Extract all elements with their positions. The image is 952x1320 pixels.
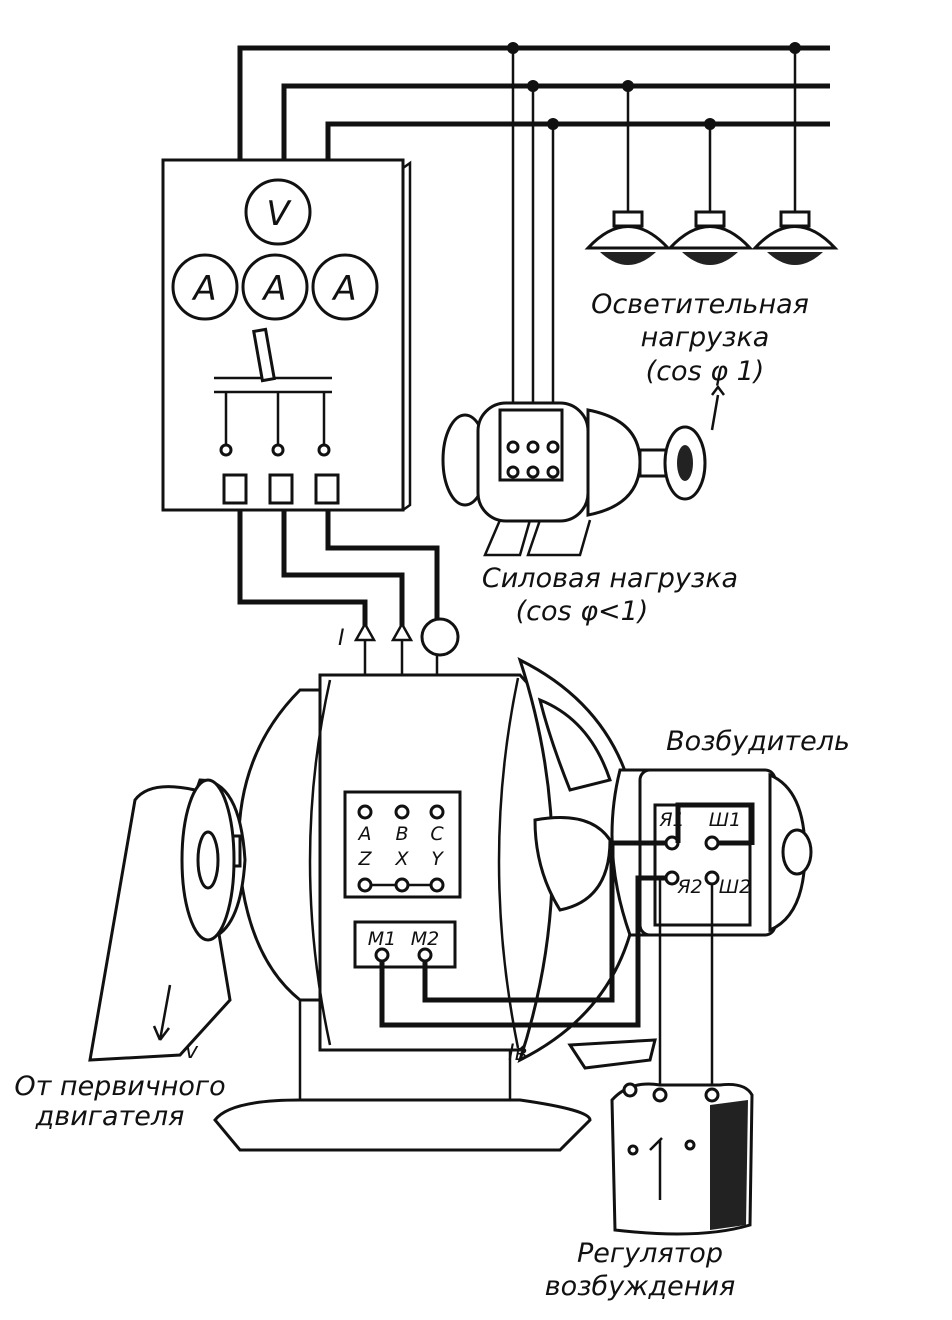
generator: A B C Z X Y M1 M2	[183, 617, 642, 1152]
field-wiring: Iв	[379, 843, 714, 1090]
exciter-label: Возбудитель	[666, 726, 850, 757]
stator-terminal-box: A B C Z X Y	[343, 790, 462, 899]
power-load-label-1: Силовая нагрузка	[482, 563, 738, 594]
lamp-3	[751, 210, 839, 265]
voltmeter-label: V	[266, 194, 292, 234]
lamp-1	[584, 210, 672, 265]
speed-label-v: v	[185, 1039, 199, 1064]
ammeter-3: A	[311, 253, 379, 321]
lamp-2	[666, 210, 754, 265]
regulator-label-1: Регулятор	[577, 1238, 723, 1269]
belt-drive: v От первичного двигателя	[14, 778, 236, 1132]
terminal-A: A	[357, 823, 372, 845]
lighting-load-label-1: Осветительная	[591, 289, 809, 320]
terminal-Sh1: Ш1	[709, 809, 741, 831]
voltmeter: V	[244, 178, 312, 246]
ammeter-3-label: A	[331, 269, 356, 309]
terminal-Ya1: Я1	[658, 809, 684, 831]
lighting-load-label-2: нагрузка	[641, 322, 770, 353]
busbars	[237, 42, 830, 160]
ammeter-1-label: A	[191, 269, 216, 309]
fuses	[222, 473, 340, 505]
current-label-Ib: Iв	[508, 1041, 527, 1066]
exciter: Я1 Ш1 Я2 Ш2 Возбудитель	[610, 726, 850, 937]
terminal-Sh2: Ш2	[719, 876, 751, 898]
terminal-Y: Y	[431, 848, 444, 870]
prime-mover-label-2: двигателя	[35, 1101, 185, 1132]
regulator-label-2: возбуждения	[545, 1271, 735, 1302]
prime-mover-label-1: От первичного	[14, 1071, 225, 1102]
power-load-label-2: (cos φ<1)	[516, 596, 649, 627]
current-label-I: I	[338, 626, 345, 651]
lighting-load-label-3: (cos φ 1)	[646, 356, 765, 387]
terminal-Ya2: Я2	[676, 876, 702, 898]
ammeter-1: A	[171, 253, 239, 321]
terminal-M1: M1	[368, 928, 396, 950]
ammeter-2-label: A	[261, 269, 286, 309]
rotor-terminal-box: M1 M2	[353, 920, 457, 969]
power-load-motor: Силовая нагрузка (cos φ<1)	[441, 48, 738, 627]
knife-switch[interactable]	[214, 327, 332, 457]
lighting-load: Осветительная нагрузка (cos φ 1)	[584, 48, 839, 387]
terminal-M2: M2	[411, 928, 439, 950]
terminal-Z: Z	[357, 848, 372, 870]
terminal-C: C	[430, 823, 444, 845]
ammeter-2: A	[241, 253, 309, 321]
field-regulator[interactable]: Регулятор возбуждения	[545, 1082, 754, 1302]
terminal-X: X	[394, 848, 409, 870]
terminal-B: B	[395, 823, 408, 845]
switchboard-panel: V A A A	[161, 158, 412, 512]
